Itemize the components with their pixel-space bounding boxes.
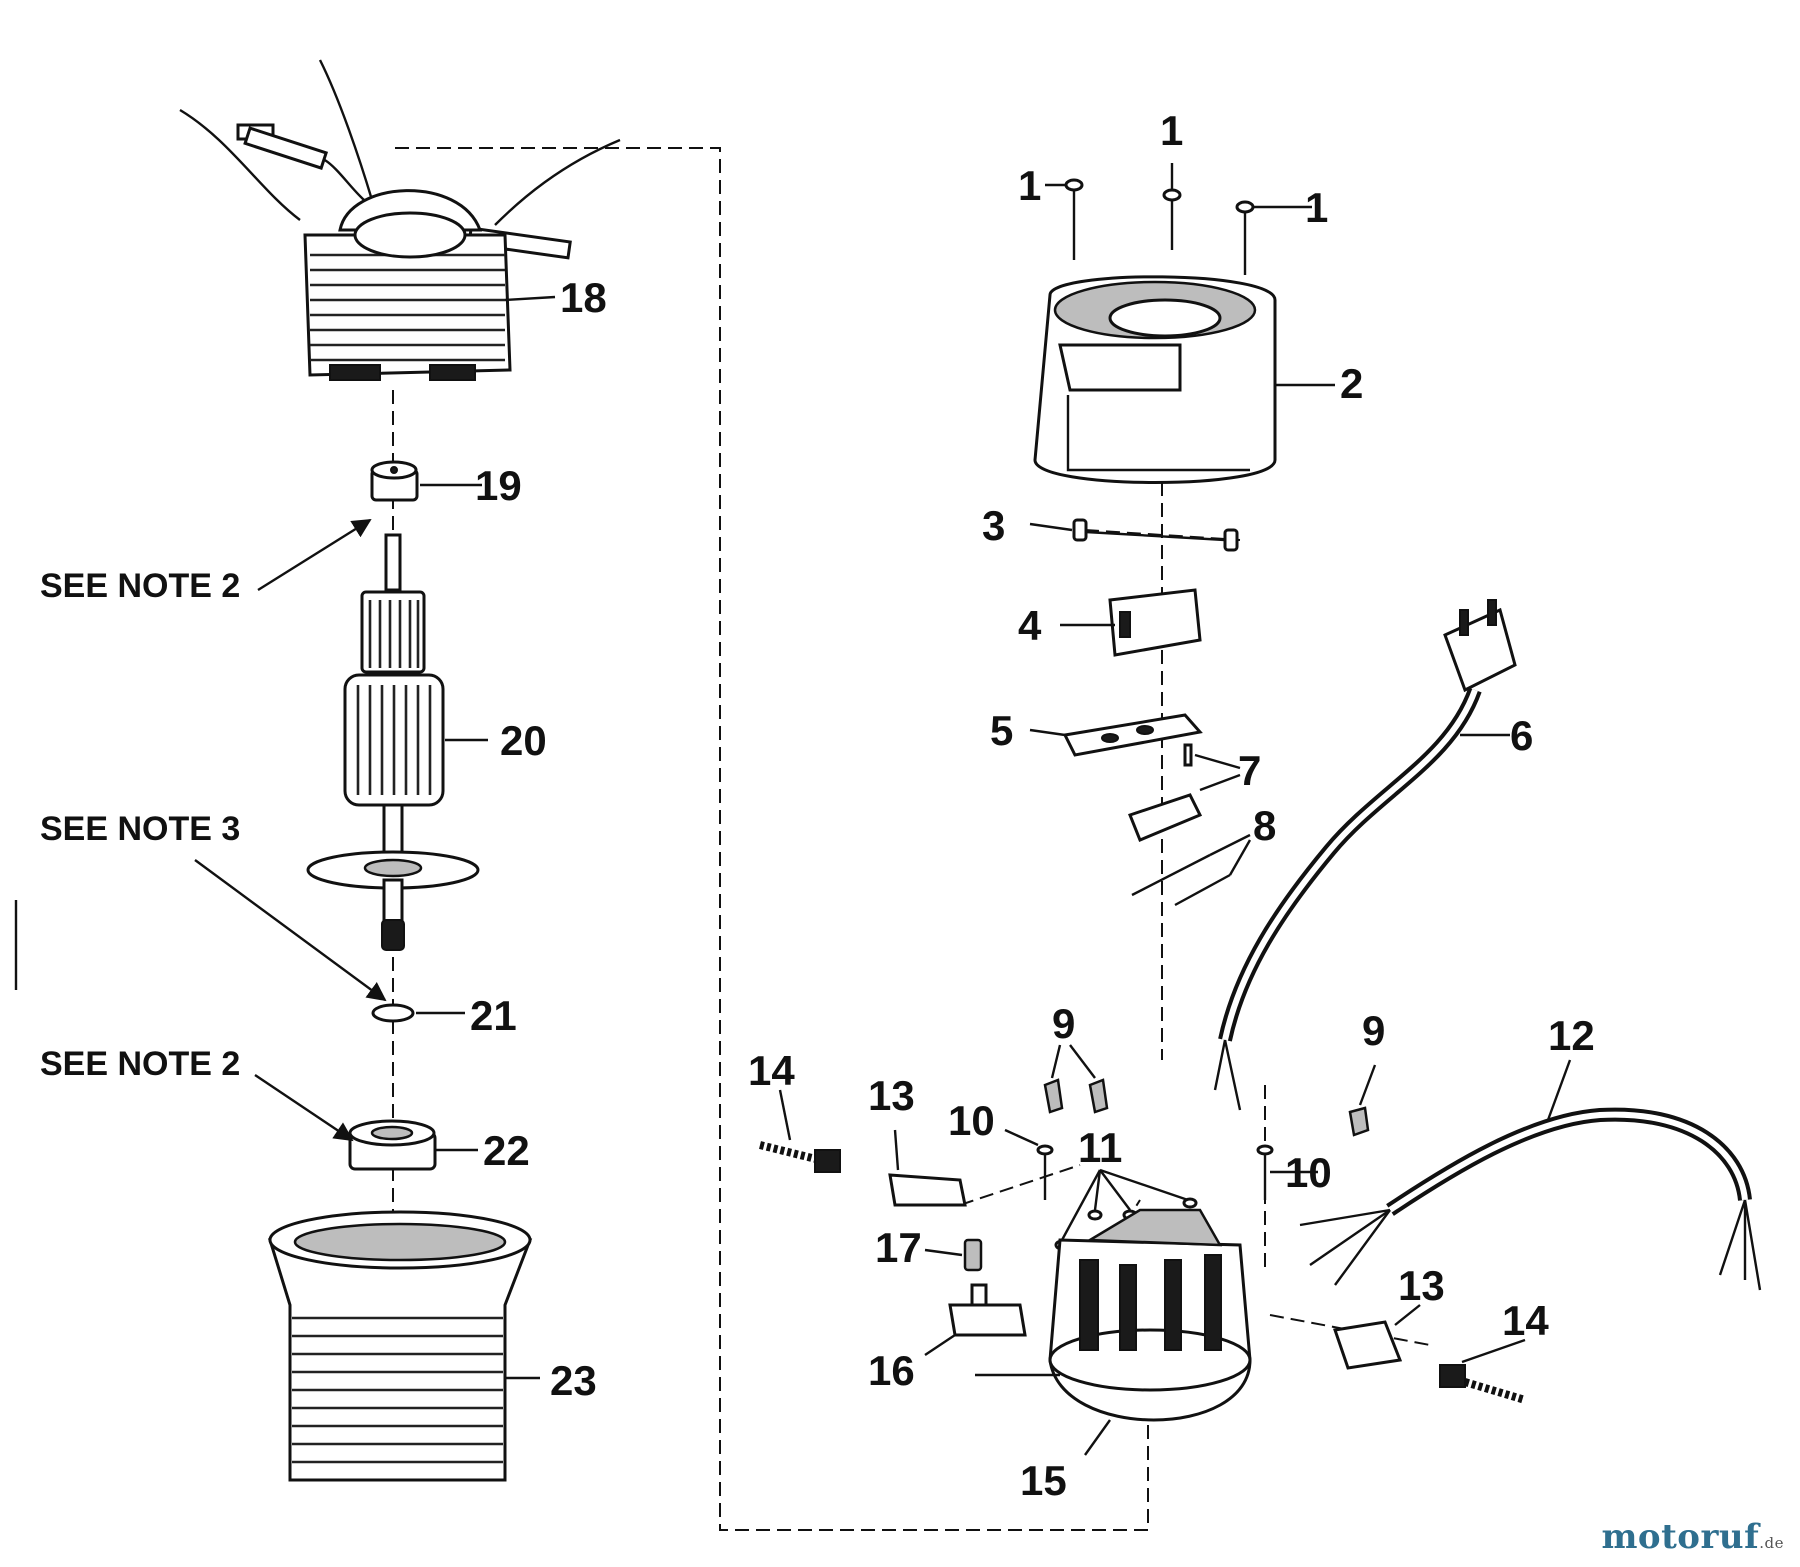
part-2-housing-cap: [1033, 275, 1335, 484]
callout-15: 15: [1020, 1457, 1067, 1504]
part-5-switch-plate: [1029, 713, 1203, 757]
callout-5: 5: [990, 707, 1013, 754]
callout-17: 17: [875, 1224, 922, 1271]
callout-1c: 1: [1305, 184, 1328, 231]
part-23-motor-housing: [267, 1210, 540, 1482]
part-22-bearing: [348, 1119, 478, 1171]
callout-12: 12: [1548, 1012, 1595, 1059]
part-9-wire-nuts: [1043, 1044, 1377, 1137]
callout-22: 22: [483, 1127, 530, 1174]
callout-21: 21: [470, 992, 517, 1039]
callout-10a: 10: [948, 1097, 995, 1144]
note-top: SEE NOTE 2: [40, 567, 240, 605]
callout-3: 3: [982, 502, 1005, 549]
note-mid: SEE NOTE 3: [40, 810, 240, 848]
part-18-field-assembly: [179, 59, 621, 381]
part-19-bearing: [370, 460, 482, 502]
callout-13b: 13: [1398, 1262, 1445, 1309]
part-3-pins: [1029, 518, 1239, 552]
callout-13a: 13: [868, 1072, 915, 1119]
watermark: motoruf.de: [1601, 1517, 1784, 1557]
callout-2: 2: [1340, 360, 1363, 407]
part-4-switch: [1060, 588, 1202, 657]
callout-8: 8: [1253, 802, 1276, 849]
watermark-brand: motoruf: [1601, 1517, 1760, 1557]
part-6-power-cord: [1213, 599, 1517, 1111]
callout-18: 18: [560, 274, 607, 321]
note-arrows: [194, 518, 387, 1142]
part-12-cord: [1299, 1059, 1762, 1291]
part-20-armature: [306, 533, 488, 951]
part-8-springs: [1131, 833, 1252, 907]
assembly-dashed-lines: [392, 147, 1431, 1531]
callout-9b: 9: [1362, 1007, 1385, 1054]
callout-14b: 14: [1502, 1297, 1549, 1344]
part-15-end-bell: [1048, 1208, 1252, 1456]
note-bottom: SEE NOTE 2: [40, 1045, 240, 1083]
callout-10b: 10: [1285, 1149, 1332, 1196]
callout-6: 6: [1510, 712, 1533, 759]
part-14-brush-right: [1439, 1338, 1527, 1404]
part-7-contacts: [1128, 743, 1241, 842]
part-17-spacer: [924, 1238, 983, 1272]
callout-labels: 1 1 1 2 3 4 5 6 7 8 9 9 10 10 11 12 13 1…: [470, 107, 1595, 1504]
part-16-terminal-block: [924, 1283, 1060, 1377]
part-13-brush-holder-left: [888, 1129, 967, 1207]
part-21-washer: [371, 1003, 465, 1023]
part-14-brush-left: [759, 1089, 841, 1173]
callout-23: 23: [550, 1357, 597, 1404]
callout-1a: 1: [1018, 162, 1041, 209]
callout-9a: 9: [1052, 1000, 1075, 1047]
callout-4: 4: [1018, 602, 1042, 649]
note-labels: SEE NOTE 2 SEE NOTE 3 SEE NOTE 2: [40, 567, 240, 1083]
callout-7: 7: [1238, 747, 1261, 794]
callout-1b: 1: [1160, 107, 1183, 154]
callout-11: 11: [1078, 1124, 1122, 1171]
callout-20: 20: [500, 717, 547, 764]
callout-14a: 14: [748, 1047, 795, 1094]
part-1-screws: [1045, 163, 1312, 275]
watermark-suffix: .de: [1759, 1534, 1784, 1552]
part-13-brush-holder-right: [1333, 1304, 1421, 1370]
callout-19: 19: [475, 462, 522, 509]
part-10-screws: [1004, 1128, 1318, 1200]
callout-16: 16: [868, 1347, 915, 1394]
